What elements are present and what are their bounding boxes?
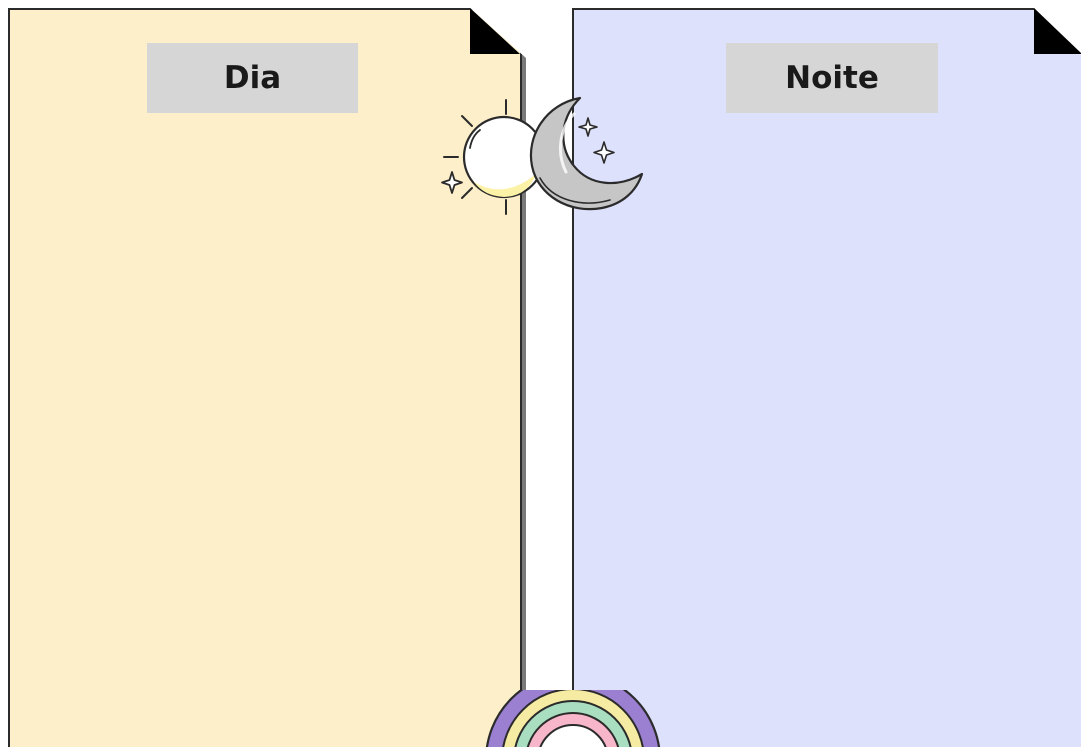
rainbow-icon	[485, 690, 661, 747]
crescent-moon-icon	[529, 96, 644, 211]
day-card-title: Dia	[147, 43, 358, 113]
day-card-fold-corner	[468, 6, 526, 58]
night-card: Noite	[572, 8, 1081, 747]
day-card: Dia	[8, 8, 522, 747]
night-card-title: Noite	[726, 43, 938, 113]
night-card-fold-corner	[1032, 6, 1081, 55]
